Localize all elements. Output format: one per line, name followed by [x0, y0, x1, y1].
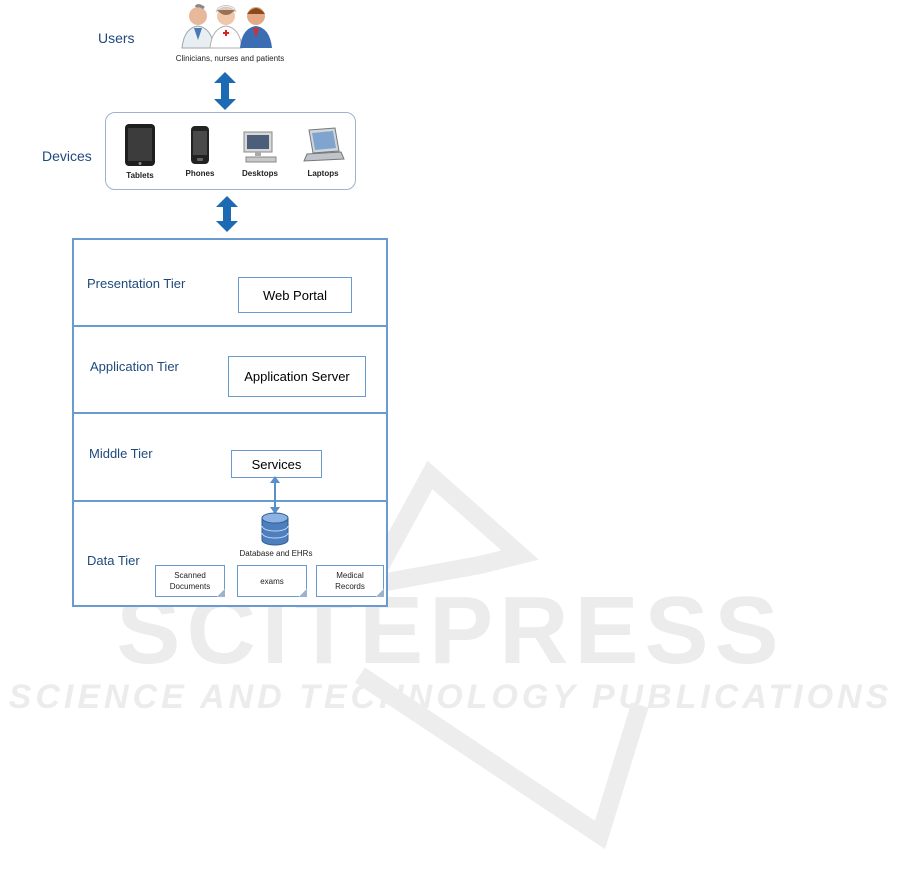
desktop-icon: [240, 131, 280, 165]
doc-fold-icon: [299, 589, 307, 597]
tier-divider: [74, 500, 386, 502]
scanned-documents-doc: Scanned Documents: [155, 565, 225, 597]
users-caption: Clinicians, nurses and patients: [160, 54, 300, 63]
application-tier-label: Application Tier: [90, 359, 179, 374]
tablet-icon: [122, 123, 158, 167]
tier-divider: [74, 412, 386, 414]
devices-panel: Tablets Phones Desktops Laptops: [105, 112, 356, 190]
exams-doc: exams: [237, 565, 307, 597]
devices-tiers-arrow: [215, 196, 239, 232]
presentation-tier-label: Presentation Tier: [87, 276, 185, 291]
device-tablet: Tablets: [120, 123, 160, 180]
web-portal-box: Web Portal: [238, 277, 352, 313]
middle-tier-label: Middle Tier: [89, 446, 153, 461]
medical-records-label: Medical Records: [330, 570, 370, 592]
scanned-documents-label: Scanned Documents: [168, 570, 212, 592]
device-desktop: Desktops: [238, 131, 282, 178]
laptop-icon: [301, 127, 345, 165]
medical-records-doc: Medical Records: [316, 565, 384, 597]
devices-label: Devices: [42, 148, 92, 164]
database-caption: Database and EHRs: [224, 549, 328, 558]
device-tablet-label: Tablets: [120, 171, 160, 180]
doc-fold-icon: [376, 589, 384, 597]
tier-divider: [74, 325, 386, 327]
database-icon: [260, 512, 290, 546]
device-desktop-label: Desktops: [238, 169, 282, 178]
device-laptop: Laptops: [300, 127, 346, 178]
exams-label: exams: [260, 576, 284, 587]
device-phone-label: Phones: [182, 169, 218, 178]
services-box: Services: [231, 450, 322, 478]
application-server-box: Application Server: [228, 356, 366, 397]
services-database-arrow: [268, 476, 282, 514]
users-devices-arrow: [213, 72, 237, 110]
data-tier-label: Data Tier: [87, 553, 140, 568]
tiers-stack: Presentation Tier Web Portal Application…: [72, 238, 388, 607]
device-phone: Phones: [182, 125, 218, 178]
device-laptop-label: Laptops: [300, 169, 346, 178]
users-label: Users: [98, 30, 135, 46]
doc-fold-icon: [217, 589, 225, 597]
users-people-icon: [176, 2, 280, 50]
phone-icon: [188, 125, 212, 165]
